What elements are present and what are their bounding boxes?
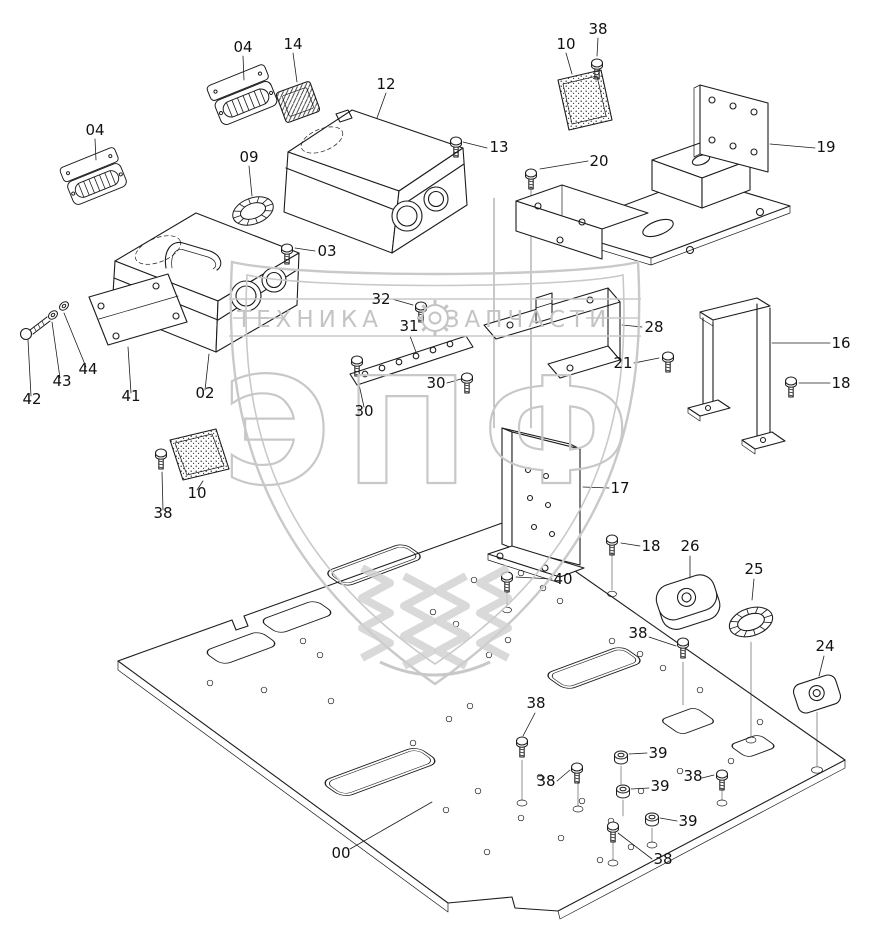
part-label-12: 12 (376, 75, 395, 93)
part-label-38: 38 (153, 504, 172, 522)
watermark-shield-outer (229, 260, 641, 686)
part-label-32: 32 (371, 290, 390, 308)
part-label-13: 13 (489, 138, 508, 156)
part-label-38: 38 (653, 850, 672, 868)
part-label-38: 38 (628, 624, 647, 642)
watermark: ТЕХНИКА ЗАПЧАСТИ ЭПФ (221, 260, 643, 686)
part-label-39: 39 (648, 744, 667, 762)
part-grommet-24 (792, 674, 842, 714)
part-label-38: 38 (526, 694, 545, 712)
watermark-shield-inner (245, 274, 625, 665)
plate-holes (206, 569, 823, 867)
part-label-40: 40 (553, 570, 572, 588)
part-label-10: 10 (187, 484, 206, 502)
screw-21 (661, 351, 675, 373)
part-label-02: 02 (195, 384, 214, 402)
part-label-38: 38 (536, 772, 555, 790)
nut-39-b (615, 784, 631, 799)
screw-38-low-c (715, 769, 729, 791)
screw-38-left (154, 448, 168, 470)
watermark-laurel (358, 564, 512, 677)
part-washer-43 (46, 308, 60, 322)
part-label-42: 42 (22, 390, 41, 408)
part-frame-16 (687, 297, 786, 455)
part-bracket-28 (483, 287, 621, 379)
part-label-18: 18 (641, 537, 660, 555)
part-label-30: 30 (426, 374, 445, 392)
part-grommet-09 (228, 191, 278, 231)
part-gusset-bracket-20 (515, 184, 649, 260)
part-label-21: 21 (613, 354, 632, 372)
part-label-38: 38 (588, 20, 607, 38)
watermark-logo: ЭПФ (222, 346, 643, 518)
part-label-00: 00 (331, 844, 350, 862)
part-label-10: 10 (556, 35, 575, 53)
part-plate-10-top (557, 69, 613, 131)
part-label-03: 03 (317, 242, 336, 260)
screw-38-low-d (606, 821, 620, 843)
screw-38-low-a (515, 736, 529, 758)
screw-18-right (784, 376, 798, 398)
part-label-16: 16 (831, 334, 850, 352)
part-label-24: 24 (815, 637, 834, 655)
part-washer-44 (57, 299, 71, 313)
part-label-26: 26 (680, 537, 699, 555)
part-connector-04-left (58, 146, 130, 208)
part-bolt-42 (19, 316, 51, 341)
screw-38-low-b (570, 762, 584, 784)
part-label-44: 44 (78, 360, 97, 378)
part-label-43: 43 (52, 372, 71, 390)
part-label-25: 25 (744, 560, 763, 578)
part-label-28: 28 (644, 318, 663, 336)
nut-39-a (613, 750, 629, 765)
part-plate-10-left (169, 428, 230, 481)
part-label-18: 18 (831, 374, 850, 392)
callout-labels: 04 14 12 10 38 13 19 20 04 09 03 32 28 16 21 18 31 30 30 02… (22, 20, 850, 868)
part-connector-04-top (205, 63, 281, 128)
part-label-20: 20 (589, 152, 608, 170)
nut-39-c (644, 812, 660, 827)
part-label-39: 39 (678, 812, 697, 830)
part-plate-17 (487, 427, 585, 584)
part-cap-25 (724, 601, 778, 643)
part-label-30: 30 (354, 402, 373, 420)
gear-icon (417, 300, 453, 336)
part-plate-14 (275, 81, 321, 123)
watermark-text-left: ТЕХНИКА (236, 307, 383, 333)
part-label-39: 39 (650, 777, 669, 795)
part-label-04: 04 (233, 38, 252, 56)
part-label-19: 19 (816, 138, 835, 156)
leader-lines (27, 37, 831, 860)
screw-38-under-26 (676, 637, 690, 659)
part-bracket-19 (557, 84, 791, 266)
part-mount-26 (655, 574, 721, 630)
part-floor-plate-00 (117, 521, 846, 920)
diagram-parts (19, 37, 846, 920)
watermark-text-right: ЗАПЧАСТИ (445, 307, 612, 333)
part-label-31: 31 (399, 317, 418, 335)
part-label-09: 09 (239, 148, 258, 166)
part-strip-31 (349, 335, 474, 386)
part-label-17: 17 (610, 479, 629, 497)
part-label-38: 38 (683, 767, 702, 785)
part-plate-41 (88, 273, 188, 346)
part-label-14: 14 (283, 35, 302, 53)
construction-lines (493, 185, 818, 861)
part-control-box-12 (283, 109, 468, 254)
part-label-04: 04 (85, 121, 104, 139)
part-label-41: 41 (121, 387, 140, 405)
